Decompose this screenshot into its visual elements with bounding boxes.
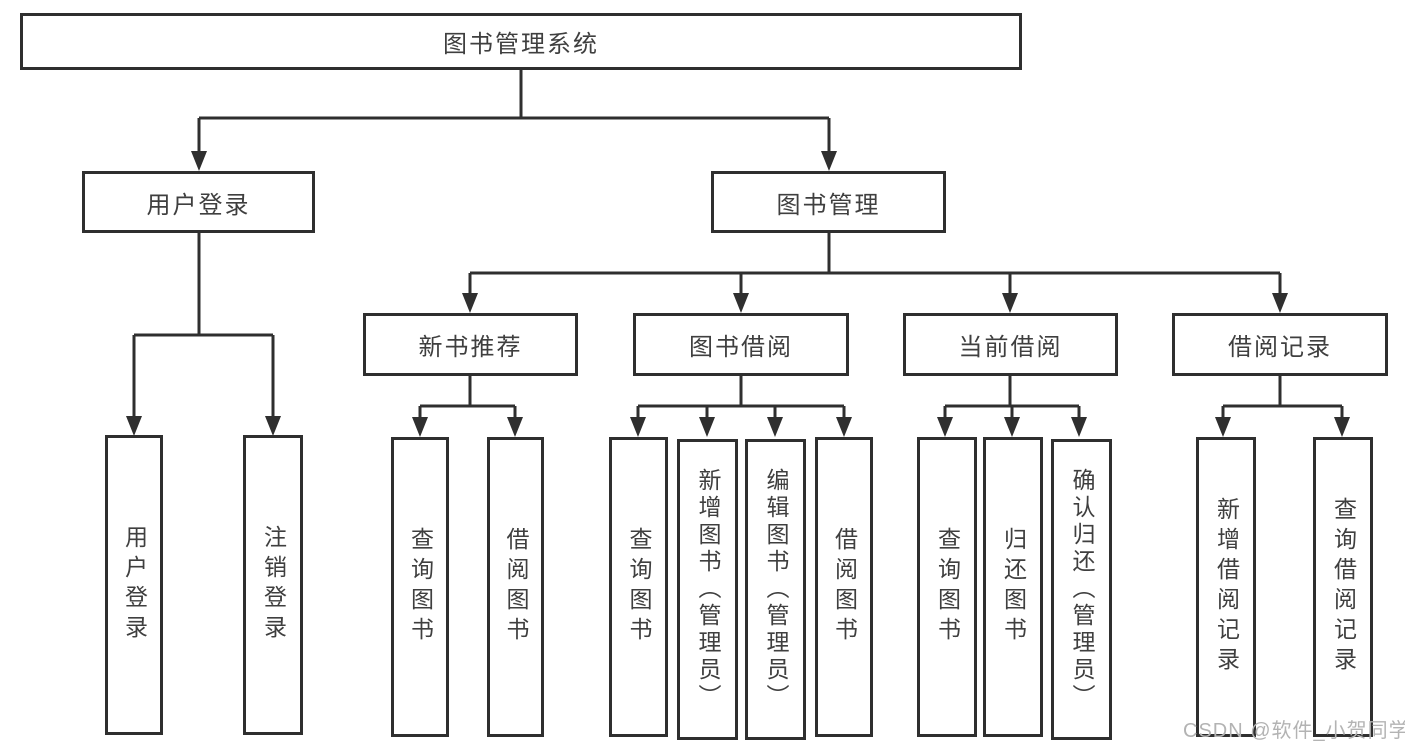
node-borrow-edit-books-admin: 编辑图书（管理员）: [745, 439, 806, 740]
arrow-down-icon: [1071, 417, 1087, 437]
arrow-down-icon: [191, 151, 207, 171]
arrow-down-icon: [821, 151, 837, 171]
arrow-down-icon: [1002, 293, 1018, 313]
node-recommend-query-books: 查询图书: [391, 437, 449, 737]
arrow-down-icon: [937, 417, 953, 437]
node-current-query-books: 查询图书: [917, 437, 977, 737]
arrow-down-icon: [767, 417, 783, 437]
arrow-down-icon: [1215, 417, 1231, 437]
node-book-management: 图书管理: [711, 171, 946, 233]
connector-user-login-children: [126, 233, 281, 436]
arrow-down-icon: [699, 417, 715, 437]
node-borrow-query-books: 查询图书: [609, 437, 668, 737]
arrow-down-icon: [1334, 417, 1350, 437]
connector-records-children: [1215, 376, 1350, 437]
arrow-down-icon: [836, 417, 852, 437]
node-new-book-recommend: 新书推荐: [363, 313, 578, 376]
arrow-down-icon: [630, 417, 646, 437]
arrow-down-icon: [126, 416, 142, 436]
node-user-login: 用户登录: [82, 171, 315, 233]
node-records-query-record: 查询借阅记录: [1313, 437, 1373, 737]
connector-recommend-children: [412, 376, 523, 437]
connector-book-management-children: [462, 233, 1288, 313]
node-borrow-records: 借阅记录: [1172, 313, 1388, 376]
node-borrow-add-books-admin: 新增图书（管理员）: [677, 439, 738, 740]
connector-root-to-level2: [191, 70, 837, 171]
node-borrow-borrow-books: 借阅图书: [815, 437, 873, 737]
node-recommend-borrow-books: 借阅图书: [487, 437, 544, 737]
node-current-confirm-return-admin: 确认归还（管理员）: [1051, 439, 1112, 740]
node-root: 图书管理系统: [20, 13, 1022, 70]
arrow-down-icon: [412, 417, 428, 437]
node-records-add-record: 新增借阅记录: [1196, 437, 1256, 737]
node-current-return-books: 归还图书: [983, 437, 1043, 737]
connector-borrow-children: [630, 376, 852, 437]
node-logout-leaf: 注销登录: [243, 435, 303, 735]
arrow-down-icon: [507, 417, 523, 437]
node-user-login-leaf: 用户登录: [105, 435, 163, 735]
arrow-down-icon: [265, 416, 281, 436]
node-book-borrow: 图书借阅: [633, 313, 849, 376]
arrow-down-icon: [1004, 417, 1020, 437]
connector-current-children: [937, 376, 1087, 437]
arrow-down-icon: [733, 293, 749, 313]
node-current-borrow: 当前借阅: [903, 313, 1118, 376]
arrow-down-icon: [462, 293, 478, 313]
arrow-down-icon: [1272, 293, 1288, 313]
csdn-watermark: CSDN @软件_小贺同学: [1183, 720, 1405, 742]
